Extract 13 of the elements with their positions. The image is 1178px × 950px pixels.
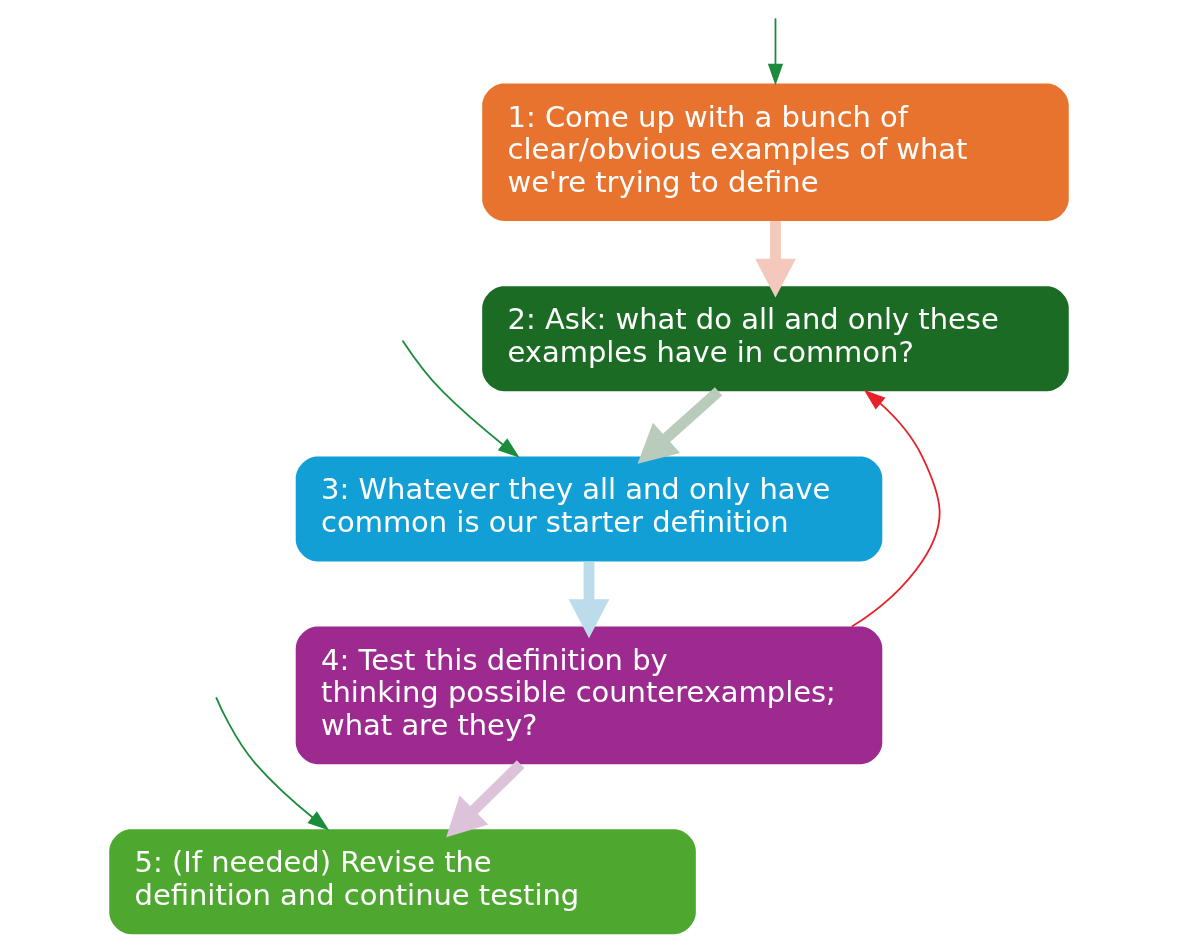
arrow (767, 17, 784, 86)
node-box: 2: Ask: what do all and only these examples have in common? (482, 286, 1069, 392)
arrow (446, 760, 525, 838)
arrow (401, 339, 520, 458)
node-box: 3: Whatever they all and only have common is our starter definition (295, 456, 883, 562)
arrow (568, 561, 610, 639)
node-box: 1: Come up with a bunch of clear/obvious examples of what we're trying to define (482, 83, 1069, 222)
node-box: 5: (If needed) Revise the definition and continue testing (109, 829, 696, 935)
arrow (850, 389, 941, 628)
node-box: 4: Test this definition by thinking possible counterexamples; what are they? (295, 626, 883, 765)
arrow (215, 696, 330, 831)
arrow (755, 221, 796, 298)
arrow (637, 387, 723, 464)
